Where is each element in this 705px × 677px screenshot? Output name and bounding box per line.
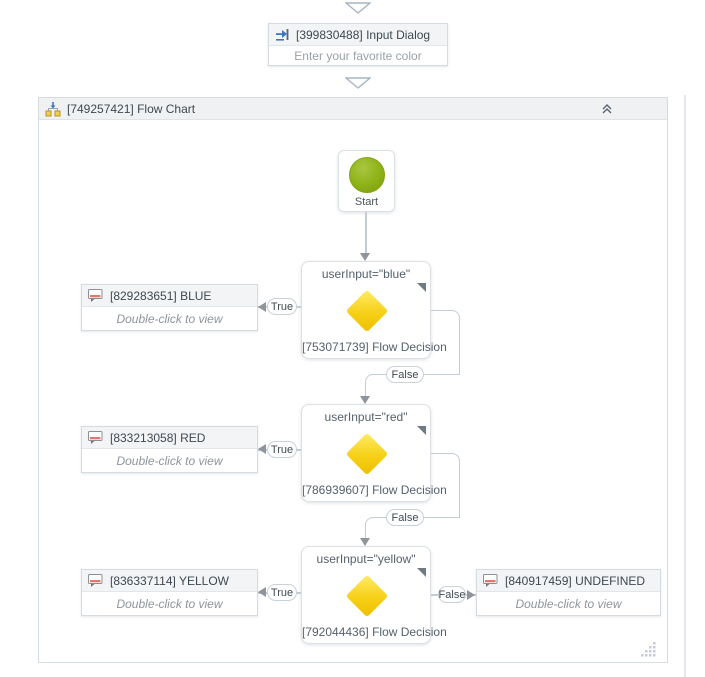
connector-false-2[interactable] bbox=[431, 453, 460, 517]
arrowhead-left-icon bbox=[258, 302, 266, 312]
message-body: Double-click to view bbox=[116, 453, 223, 468]
false-label-pill[interactable]: False bbox=[386, 509, 424, 526]
input-dialog-header[interactable]: [399830488] Input Dialog bbox=[269, 24, 447, 46]
insert-chevron-icon[interactable] bbox=[345, 77, 371, 89]
start-circle-icon bbox=[348, 157, 385, 193]
arrowhead-left-icon bbox=[258, 587, 266, 597]
message-bubble-icon bbox=[88, 430, 103, 444]
start-node[interactable]: Start bbox=[338, 150, 395, 212]
activity-flowchart[interactable]: [749257421] Flow Chart Start userInput="… bbox=[38, 97, 668, 663]
arrowhead-down-icon bbox=[360, 396, 370, 404]
decision-condition: userInput="blue" bbox=[321, 267, 411, 281]
message-bubble-icon bbox=[88, 288, 103, 302]
message-header[interactable]: [833213058] RED bbox=[82, 427, 257, 449]
message-title: [833213058] RED bbox=[110, 430, 206, 445]
arrowhead-left-icon bbox=[258, 444, 266, 454]
decision-node-red[interactable]: userInput="red" [786939607] Flow Decisio… bbox=[301, 404, 447, 502]
message-header[interactable]: [829283651] BLUE bbox=[82, 285, 257, 307]
true-label-pill[interactable]: True bbox=[267, 584, 297, 601]
activity-message-undefined[interactable]: [840917459] UNDEFINED Double-click to vi… bbox=[476, 569, 661, 616]
activity-message-red[interactable]: [833213058] RED Double-click to view bbox=[81, 426, 258, 473]
collapse-chevrons-icon bbox=[602, 104, 612, 114]
message-header[interactable]: [836337114] YELLOW bbox=[82, 570, 257, 592]
decision-node-blue[interactable]: userInput="blue" [753071739] Flow Decisi… bbox=[301, 261, 447, 359]
decision-name: [753071739] Flow Decision bbox=[302, 340, 447, 354]
false-label-pill[interactable]: False bbox=[386, 366, 424, 383]
message-body: Double-click to view bbox=[116, 596, 223, 611]
message-body: Double-click to view bbox=[116, 311, 223, 326]
connector-start-to-decision1[interactable] bbox=[365, 212, 367, 254]
expand-corner-icon[interactable] bbox=[417, 568, 426, 577]
message-header[interactable]: [840917459] UNDEFINED bbox=[477, 570, 660, 592]
arrowhead-right-icon bbox=[467, 590, 475, 600]
message-bubble-icon bbox=[88, 573, 103, 587]
decision-condition: userInput="red" bbox=[324, 410, 408, 424]
message-title: [829283651] BLUE bbox=[110, 288, 212, 303]
flowchart-header[interactable]: [749257421] Flow Chart bbox=[39, 98, 667, 120]
decision-name: [786939607] Flow Decision bbox=[302, 483, 447, 497]
true-label-pill[interactable]: True bbox=[267, 441, 297, 458]
flowchart-icon bbox=[45, 101, 61, 116]
decision-diamond-icon bbox=[345, 289, 389, 333]
decision-diamond-icon bbox=[345, 432, 389, 476]
expand-corner-icon[interactable] bbox=[417, 426, 426, 435]
expand-corner-icon[interactable] bbox=[417, 283, 426, 292]
message-bubble-icon bbox=[483, 573, 498, 587]
start-label: Start bbox=[354, 196, 379, 208]
input-dialog-summary: Enter your favorite color bbox=[294, 48, 422, 63]
collapse-button[interactable] bbox=[597, 100, 617, 118]
activity-message-blue[interactable]: [829283651] BLUE Double-click to view bbox=[81, 284, 258, 331]
connector-false-1[interactable] bbox=[431, 310, 460, 374]
flowchart-title: [749257421] Flow Chart bbox=[67, 101, 196, 116]
message-title: [840917459] UNDEFINED bbox=[505, 573, 646, 588]
true-label-pill[interactable]: True bbox=[267, 298, 297, 315]
input-dialog-title: [399830488] Input Dialog bbox=[296, 27, 431, 42]
input-dialog-icon bbox=[276, 28, 289, 41]
panel-edge-divider bbox=[684, 95, 686, 677]
decision-condition: userInput="yellow" bbox=[316, 552, 416, 566]
activity-input-dialog[interactable]: [399830488] Input Dialog Enter your favo… bbox=[268, 23, 448, 66]
activity-message-yellow[interactable]: [836337114] YELLOW Double-click to view bbox=[81, 569, 258, 616]
insert-chevron-icon[interactable] bbox=[345, 2, 371, 14]
message-title: [836337114] YELLOW bbox=[110, 573, 229, 588]
arrowhead-down-icon bbox=[360, 253, 370, 261]
decision-node-yellow[interactable]: userInput="yellow" [792044436] Flow Deci… bbox=[301, 546, 447, 644]
message-body: Double-click to view bbox=[515, 596, 622, 611]
false-label-pill[interactable]: False bbox=[438, 586, 466, 603]
arrowhead-down-icon bbox=[360, 538, 370, 546]
decision-name: [792044436] Flow Decision bbox=[302, 625, 447, 639]
decision-diamond-icon bbox=[345, 574, 389, 618]
resize-grip-icon[interactable] bbox=[641, 642, 657, 657]
